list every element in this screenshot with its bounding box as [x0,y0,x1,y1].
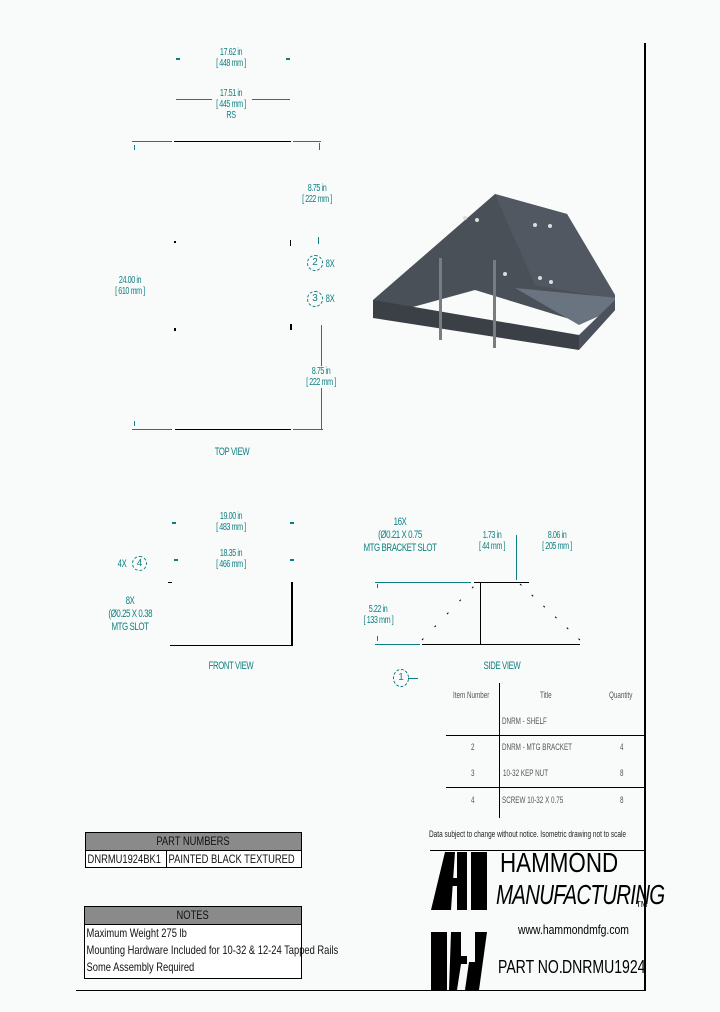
bom-title: DNRM - SHELF [502,716,547,726]
side-slot-note: 16X (Ø0.21 X 0.75 MTG BRACKET SLOT [363,516,437,554]
bom-item: 3 [471,768,475,778]
part-numbers-table: PART NUMBERS DNRMU1924BK1 PAINTED BLACK … [85,832,302,868]
trademark: TM [636,900,648,909]
tick [377,584,378,588]
sheet-bottom-border [76,990,646,991]
front-view-label: FRONT VIEW [208,660,254,672]
part-desc-cell: PAINTED BLACK TEXTURED [168,852,295,866]
side-center-post [480,582,481,644]
part-no-value: DNRMU1924 [562,957,646,977]
front-left-edge [168,582,172,583]
part-edge [174,141,291,142]
hardware-mark [174,241,176,243]
company-name-line1: HAMMOND [500,847,619,878]
tick [377,636,378,641]
hardware-mark [174,328,176,331]
bom-header-qty: Quantity [609,690,633,700]
top-width-dim: 8.06 in [ 205 mm ] [542,530,572,552]
dim-arrow [174,559,178,561]
dim-arrow [290,559,294,561]
website: www.hammondmfg.com [518,922,629,937]
tick [134,145,135,150]
tick [134,421,135,426]
hammond-logo-icon [431,852,487,990]
top-overall-width-dim: 17.62 in [ 448 mm ] [216,47,246,69]
leader-line [408,678,418,679]
note-line: Some Assembly Required [86,960,195,974]
item-1-balloon: 1 [393,669,409,687]
extension-line [375,644,420,645]
side-profile [421,581,581,641]
side-height-dim: 5.22 in [ 133 mm ] [363,604,394,626]
dim-arrow [290,522,294,524]
item-4-qty: 4X [117,558,127,570]
extension-line [293,141,321,142]
front-slot-note: 8X (Ø0.25 X 0.38 MTG SLOT [108,595,153,633]
dim-arrow [176,58,180,60]
top-inner-width-dim: 17.51 in [ 445 mm ] RS [216,88,246,121]
bom-row-divider [446,735,645,736]
isometric-model [373,194,615,350]
item-2-qty: 8X [325,258,335,270]
bom-item: 2 [471,742,475,752]
dim-line [516,535,517,580]
dim-arrow [172,522,176,524]
extension-line [132,429,172,430]
bom-qty: 8 [620,795,624,805]
part-numbers-title: PART NUMBERS [86,833,301,851]
top-depth-dim: 24.00 in [ 610 mm ] [115,275,145,297]
bom-title: 10-32 KEP NUT [503,768,549,778]
disclaimer: Data subject to change without notice. I… [429,829,627,839]
top-offset-dim: 8.75 in [ 222 mm ] [302,183,332,205]
company-name-line2: MANUFACTURING [496,879,665,910]
tick [319,143,320,150]
bracket-offset-dim: 1.73 in [ 44 mm ] [478,530,506,552]
part-number-row: DNRMU1924BK1 PAINTED BLACK TEXTURED [86,851,301,867]
front-inner-width-dim: 18.35 in [ 466 mm ] [216,548,246,570]
bom-item: 4 [471,795,475,805]
hardware-mark [290,240,291,246]
bom-qty: 8 [620,768,624,778]
top-view-label: TOP VIEW [214,446,250,458]
tick [318,237,319,244]
notes-box: NOTES Maximum Weight 275 lb Mounting Har… [84,906,339,979]
bom-title: DNRM - MTG BRACKET [502,742,572,752]
bottom-offset-dim: 8.75 in [ 222 mm ] [303,366,339,388]
part-edge [175,429,291,430]
item-3-qty: 8X [325,293,335,305]
bom-row-divider [446,787,645,788]
sheet-right-border [644,43,646,991]
dim-line [176,99,212,100]
bom-qty: 4 [620,742,624,752]
hardware-mark [290,324,292,330]
dim-arrow [286,58,290,60]
bom-column-divider [499,683,500,818]
front-right-wall [291,582,293,645]
item-3-balloon: 3 [307,291,323,307]
extension-line [293,429,323,430]
bom-header-item: Item Number [453,690,490,700]
item-4-balloon: 4 [132,556,147,571]
part-no-label: PART NO. [498,957,563,977]
title-block-divider [430,850,645,851]
front-base [170,645,293,646]
front-overall-width-dim: 19.00 in [ 483 mm ] [216,511,246,533]
part-number-cell: DNRMU1924BK1 [86,851,167,867]
note-line: Maximum Weight 275 lb [86,926,187,940]
extension-line [132,141,172,142]
bom-header-title: Title [540,690,552,700]
item-2-balloon: 2 [307,255,323,271]
side-top-edge [474,582,529,583]
note-line: Mounting Hardware Included for 10-32 & 1… [86,943,339,957]
side-base [422,644,580,645]
dim-line [252,99,290,100]
extension-line [375,582,471,583]
side-view-label: SIDE VIEW [483,660,521,672]
notes-title: NOTES [85,907,301,925]
bom-title: SCREW 10-32 X 0.75 [502,795,564,805]
